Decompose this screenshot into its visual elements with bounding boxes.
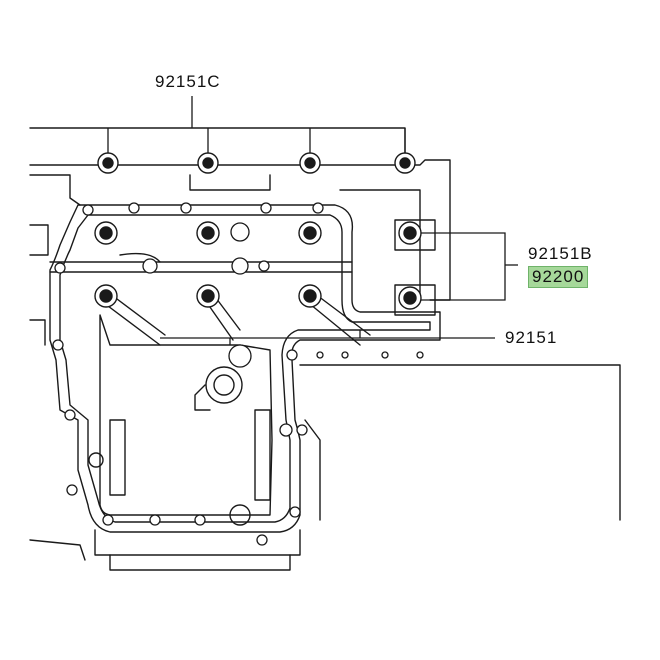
bolt-92151-3 <box>298 221 322 245</box>
part-label-92151b: 92151B <box>528 244 593 263</box>
bolt-92151c-2 <box>197 152 219 174</box>
part-label-92151: 92151 <box>505 328 558 347</box>
bolt-group <box>94 152 422 310</box>
bolt-92151c-1 <box>97 152 119 174</box>
bolt-92151-4 <box>94 284 118 308</box>
part-label-92200-highlighted: 92200 <box>528 266 589 288</box>
leader-lines <box>107 96 518 345</box>
bolt-92151c-3 <box>299 152 321 174</box>
bolt-92151-5 <box>196 284 220 308</box>
bolt-92151-1 <box>94 221 118 245</box>
perimeter-bolts <box>52 202 424 546</box>
crankcase-outline <box>29 127 621 571</box>
bolt-92151b-1 <box>398 221 422 245</box>
bolt-92151-2 <box>196 221 220 245</box>
part-label-92151c: 92151C <box>155 72 221 91</box>
bolt-92151b-2 <box>398 286 422 310</box>
bolt-92151-6 <box>298 284 322 308</box>
bolt-92151c-4 <box>394 152 416 174</box>
